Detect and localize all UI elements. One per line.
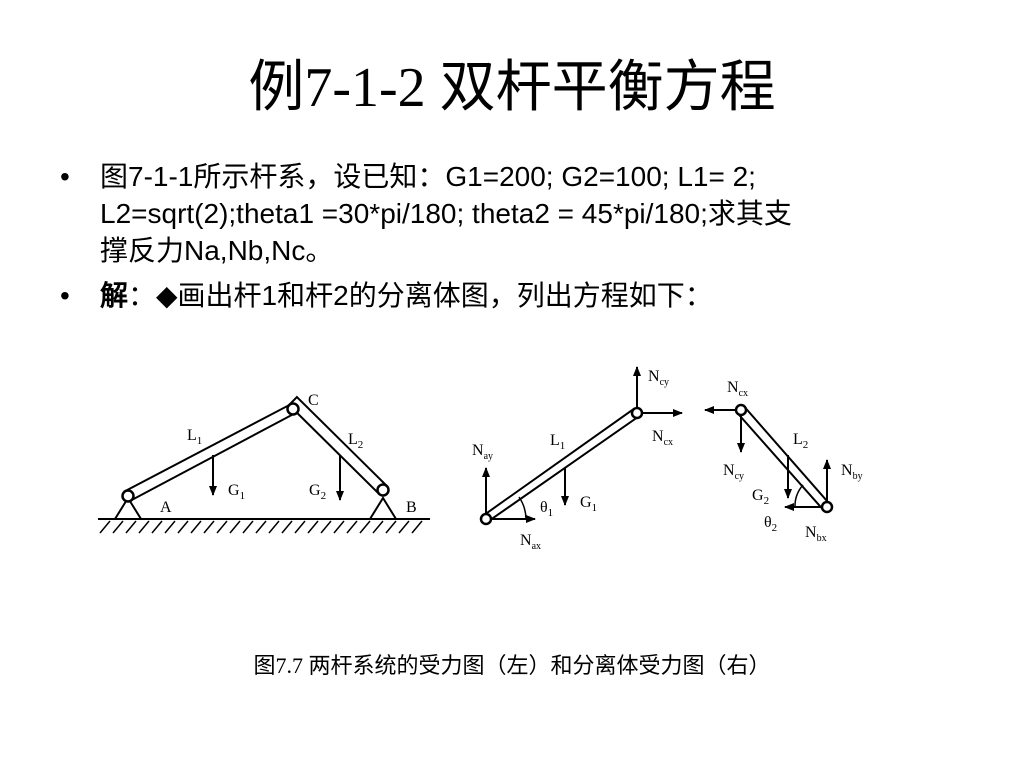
bullet-list: • 图7-1-1所示杆系，设已知：G1=200; G2=100; L1= 2; … [60,158,960,322]
pin-c-isolated [630,406,644,420]
solution-label: 解 [100,280,129,311]
label-nax: Nax [520,532,541,552]
solution-text: ：◆画出杆1和杆2的分离体图，列出方程如下： [128,280,713,311]
bullet-item-problem: • 图7-1-1所示杆系，设已知：G1=200; G2=100; L1= 2; … [60,158,960,269]
label-l1: L1 [187,427,202,447]
label-theta1: θ1 [540,499,553,519]
slide-title: 例7-1-2 双杆平衡方程 [248,57,776,119]
pin-a-isolated [479,512,493,526]
theta2-arc [794,484,804,508]
label-l1-isolated: L1 [550,432,565,452]
pin-b-isolated [820,500,834,514]
theta1-arc [518,496,527,520]
rod-1 [123,402,297,502]
label-nay: Nay [472,442,493,462]
problem-line-3: 撑反力Na,Nb,Nc。 [100,235,334,266]
label-theta2: θ2 [764,514,777,534]
problem-line-2: L2=sqrt(2);theta1 =30*pi/180; theta2 = 4… [100,198,792,229]
pin-a [121,489,135,503]
pin-c [286,402,300,416]
problem-line-1: 图7-1-1所示杆系，设已知：G1=200; G2=100; L1= 2; [100,161,756,192]
label-ncy: Ncy [648,368,669,388]
label-l2-isolated: L2 [793,431,808,451]
label-l2: L2 [348,431,363,451]
support-a [113,496,143,520]
label-ncx: Ncx [652,428,673,448]
label-b: B [406,499,417,516]
label-g1-isolated: G1 [580,494,597,514]
pin-b [376,483,390,497]
solution-line: 解：◆画出杆1和杆2的分离体图，列出方程如下： [100,277,960,314]
force-diagram: C A B L1 L2 G1 G2 Ncy Ncx Nay Nax L1 G1 … [98,366,863,552]
label-nby: Nby [841,462,863,482]
label-nbx: Nbx [805,524,827,544]
label-g2: G2 [309,482,326,502]
rod1-free-body: Ncy Ncx Nay Nax L1 G1 θ1 [472,366,683,552]
support-b [368,496,398,520]
label-g1: G1 [228,482,245,502]
bullet-dot: • [60,280,70,311]
rod2-free-body: Ncx Ncy Nby Nbx L2 G2 θ2 [704,379,863,544]
ground-hatching [99,520,423,534]
system-diagram: C A B L1 L2 G1 G2 [98,392,430,534]
pin-c-isolated-2 [734,403,748,417]
bullet-item-solution: • 解：◆画出杆1和杆2的分离体图，列出方程如下： [60,277,960,314]
label-ncy-2: Ncy [723,462,744,482]
label-g2-isolated: G2 [752,487,769,507]
bullet-dot: • [60,161,70,192]
label-a: A [160,499,172,516]
rod-2 [287,395,389,496]
label-ncx-2: Ncx [727,379,748,399]
label-c: C [308,392,319,409]
rod-1-isolated [481,407,641,524]
figure-caption: 图7.7 两杆系统的受力图（左）和分离体受力图（右） [253,653,771,678]
